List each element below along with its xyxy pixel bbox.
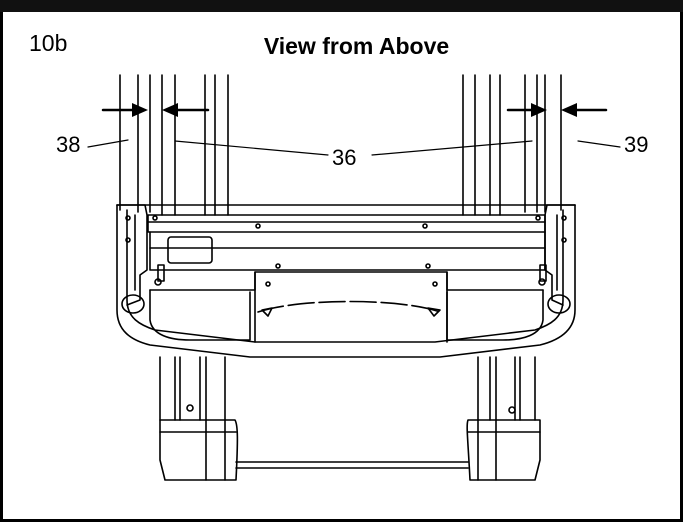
lower-left-upright [159,356,239,481]
view-title: View from Above [263,33,450,59]
step-label: 10b [29,30,68,56]
callout-36: 36 [332,145,357,170]
base-crossbar [235,461,469,469]
top-rule [0,0,683,12]
lower-right-upright [466,356,541,481]
right-gap-arrows [506,103,608,117]
left-upright [119,74,229,216]
right-upright [462,74,562,216]
center-module [149,263,544,343]
left-gap-arrows [101,103,210,117]
leader-lines [87,139,621,156]
callout-38: 38 [56,132,81,157]
console-shell [116,204,576,358]
console-tray [147,214,547,286]
callout-39: 39 [624,132,649,157]
